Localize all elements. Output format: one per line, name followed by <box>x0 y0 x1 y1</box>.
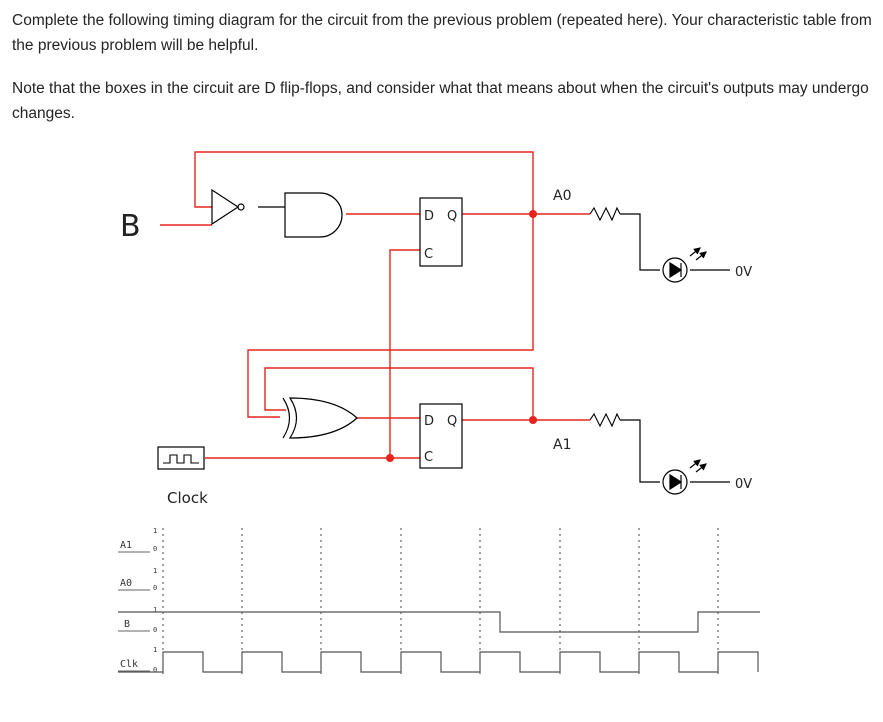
output-a0-label: A0 <box>553 188 571 204</box>
junction-a0 <box>529 210 537 218</box>
led-top <box>662 247 707 283</box>
ground-top-label: 0V <box>735 265 752 280</box>
wire-clock-to-c0 <box>389 249 420 458</box>
ff1-d-pin: D <box>424 414 434 429</box>
clk-high-level: 1 <box>153 646 157 654</box>
idle-wires <box>258 206 730 483</box>
output-a1-label: A1 <box>553 437 571 453</box>
instruction-paragraph-2: Note that the boxes in the circuit are D… <box>12 80 869 122</box>
clock-label: Clock <box>167 489 208 507</box>
signal-clk-name: Clk <box>120 659 138 670</box>
b-low-level: 0 <box>153 626 157 634</box>
resistor-bottom <box>589 412 621 428</box>
signal-a1-name: A1 <box>120 540 132 551</box>
timing-diagram: A1 A0 B Clk 1 0 1 0 1 0 1 0 <box>118 527 760 674</box>
led-bottom <box>662 459 707 495</box>
wire-resistor-to-led-top <box>620 213 660 271</box>
instruction-paragraph-1: Complete the following timing diagram fo… <box>12 12 872 54</box>
signal-b-name: B <box>124 619 130 630</box>
junction-a1 <box>529 416 537 424</box>
d-flip-flop-top: D Q C <box>419 197 463 267</box>
timing-gridlines <box>162 528 719 674</box>
ff0-d-pin: D <box>424 209 434 224</box>
ground-bottom-label: 0V <box>735 477 752 492</box>
wire-a1-feedback <box>264 367 534 420</box>
b-high-level: 1 <box>153 606 157 614</box>
ff0-q-pin: Q <box>447 209 457 224</box>
ff1-q-pin: Q <box>447 414 457 429</box>
junction-clock <box>386 454 394 462</box>
a0-low-level: 0 <box>153 584 157 592</box>
d-flip-flop-bottom: D Q C <box>419 403 463 469</box>
wire-resistor-to-led-bottom <box>620 419 660 483</box>
wire-a0-to-xor <box>247 214 534 418</box>
ff1-c-pin: C <box>424 450 433 465</box>
active-wires <box>160 151 590 459</box>
a1-high-level: 1 <box>153 527 157 535</box>
and-gate <box>284 192 343 238</box>
a1-low-level: 0 <box>153 545 157 553</box>
clk-waveform <box>118 651 759 673</box>
not-gate <box>211 188 245 226</box>
signal-a0-name: A0 <box>120 578 132 589</box>
a0-high-level: 1 <box>153 567 157 575</box>
ff0-c-pin: C <box>424 247 433 262</box>
clock-source <box>157 446 205 470</box>
resistor-top <box>589 206 621 222</box>
xor-gate <box>282 397 358 439</box>
clk-low-level: 0 <box>153 666 157 674</box>
b-waveform <box>118 611 760 633</box>
wire-a0-feedback-top <box>194 151 534 215</box>
input-b-label: B <box>120 209 141 244</box>
